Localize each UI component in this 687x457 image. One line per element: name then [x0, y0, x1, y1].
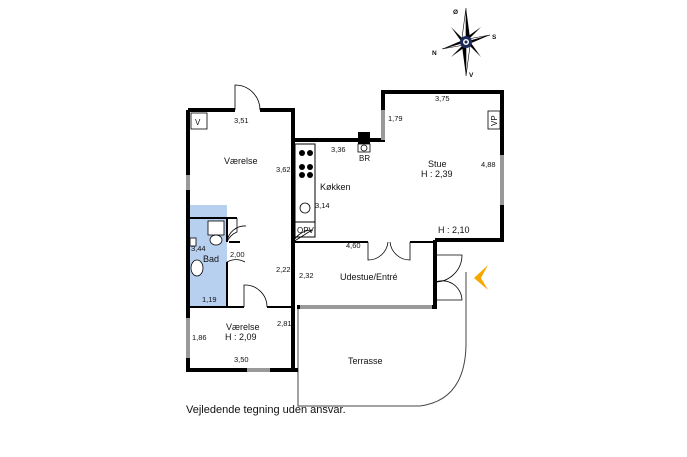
- tag-br: BR: [359, 154, 370, 163]
- sink-icon: [299, 202, 311, 214]
- compass-icon: [441, 7, 491, 77]
- dim-2-32: 2,32: [299, 271, 314, 280]
- chimney: [358, 132, 370, 144]
- br-icon: [357, 143, 371, 153]
- room-bad: Bad: [203, 254, 219, 264]
- dim-1-79: 1,79: [388, 114, 403, 123]
- windows: [186, 110, 504, 372]
- room-kokken: Køkken: [320, 182, 351, 192]
- bath-fixtures: [189, 220, 225, 277]
- dim-1-86: 1,86: [192, 333, 207, 342]
- compass-n-label: N: [432, 50, 437, 57]
- kitchen-counter: [294, 143, 316, 238]
- opv-box: [294, 221, 316, 238]
- v-box: [190, 112, 208, 130]
- dim-4-88: 4,88: [481, 160, 496, 169]
- interior-walls: [188, 217, 435, 308]
- dim-3-36: 3,36: [331, 145, 346, 154]
- tag-opv: OPV: [297, 226, 315, 235]
- room-vaerelse-bottom-height: H : 2,09: [225, 332, 257, 342]
- dim-3-75: 3,75: [435, 94, 450, 103]
- entry-arrow-icon: [474, 265, 488, 290]
- room-terrasse: Terrasse: [348, 356, 383, 366]
- dim-3-51: 3,51: [234, 116, 249, 125]
- stove-icon: [299, 150, 313, 178]
- compass-s-label: S: [492, 34, 497, 41]
- tag-v: V: [195, 118, 201, 127]
- dim-3-50: 3,50: [234, 355, 249, 364]
- room-stue-height: H : 2,39: [421, 169, 453, 179]
- room-vaerelse-bottom: Værelse: [226, 322, 260, 332]
- room-vaerelse-top: Værelse: [224, 156, 258, 166]
- vp-box: [487, 110, 501, 130]
- dim-3-44: 3,44: [191, 244, 206, 253]
- room-stue: Stue: [428, 159, 447, 169]
- dim-3-14: 3,14: [315, 201, 330, 210]
- lower-height: H : 2,10: [438, 225, 470, 235]
- dim-2-22: 2,22: [276, 265, 291, 274]
- doors: [226, 84, 463, 308]
- dim-2-00: 2,00: [230, 250, 245, 259]
- compass-v-label: V: [469, 72, 474, 79]
- terrace-outline: [297, 272, 467, 407]
- tag-vp: VP: [490, 115, 499, 126]
- compass-o-label: Ø: [453, 9, 458, 16]
- dim-4-60: 4,60: [346, 241, 361, 250]
- dim-2-81: 2,81: [277, 319, 292, 328]
- disclaimer-note: Vejledende tegning uden ansvar.: [186, 404, 346, 416]
- room-udestue: Udestue/Entré: [340, 272, 398, 282]
- dim-3-62: 3,62: [276, 165, 291, 174]
- dim-1-19: 1,19: [202, 295, 217, 304]
